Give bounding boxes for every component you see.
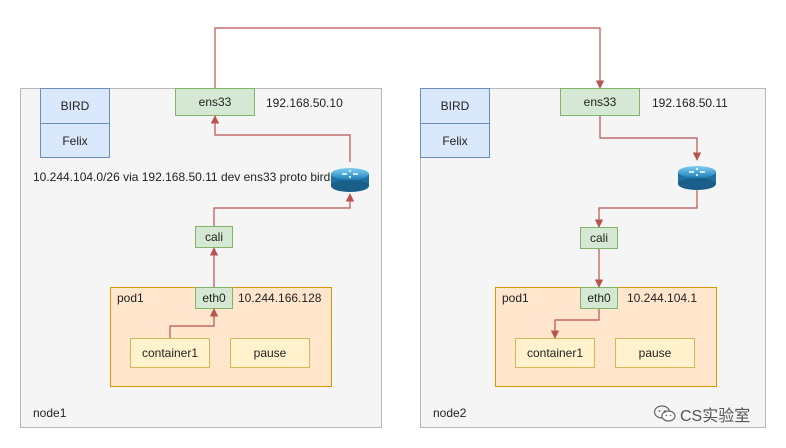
node2-eth0-box: eth0 [580, 287, 618, 309]
router-icon [331, 168, 369, 192]
node1-route-text: 10.244.104.0/26 via 192.168.50.11 dev en… [33, 170, 331, 184]
node2-ens33-box: ens33 [560, 88, 640, 116]
watermark: CS实验室 [654, 402, 750, 426]
node2-label: node2 [433, 406, 467, 420]
node1-eth0-ip: 10.244.166.128 [238, 291, 322, 305]
node2-pod-label: pod1 [502, 291, 529, 305]
node1-felix-box: Felix [40, 123, 110, 158]
node1-cali-box: cali [195, 226, 233, 248]
node2-eth0-ip: 10.244.104.1 [627, 291, 698, 305]
node2-felix-box: Felix [420, 123, 490, 158]
edge-node1-ens33-to-node2-ens33 [214, 27, 605, 89]
edge-router2-to-cali [594, 190, 698, 228]
wechat-icon [654, 405, 676, 422]
node1-container1-box: container1 [130, 338, 210, 368]
node1-ens33-ip: 192.168.50.10 [266, 96, 343, 110]
node1-pod-label: pod1 [117, 291, 144, 305]
edge-router1-to-ens33 [210, 115, 351, 162]
router-icon [678, 166, 716, 190]
node1-pause-box: pause [230, 338, 310, 368]
node2-bird-box: BIRD [420, 88, 490, 124]
node2-cali-box: cali [580, 227, 618, 249]
edge-ens33-to-router2 [599, 116, 702, 161]
node1-bird-box: BIRD [40, 88, 110, 124]
watermark-text: CS实验室 [680, 408, 751, 425]
node2-pause-box: pause [615, 338, 695, 368]
node1-label: node1 [33, 406, 67, 420]
edge-eth0-to-container1 [550, 309, 600, 339]
edge-container1-to-eth0 [169, 308, 219, 338]
edge-cali-to-router1 [213, 193, 355, 226]
node2-ens33-ip: 192.168.50.11 [652, 96, 728, 110]
